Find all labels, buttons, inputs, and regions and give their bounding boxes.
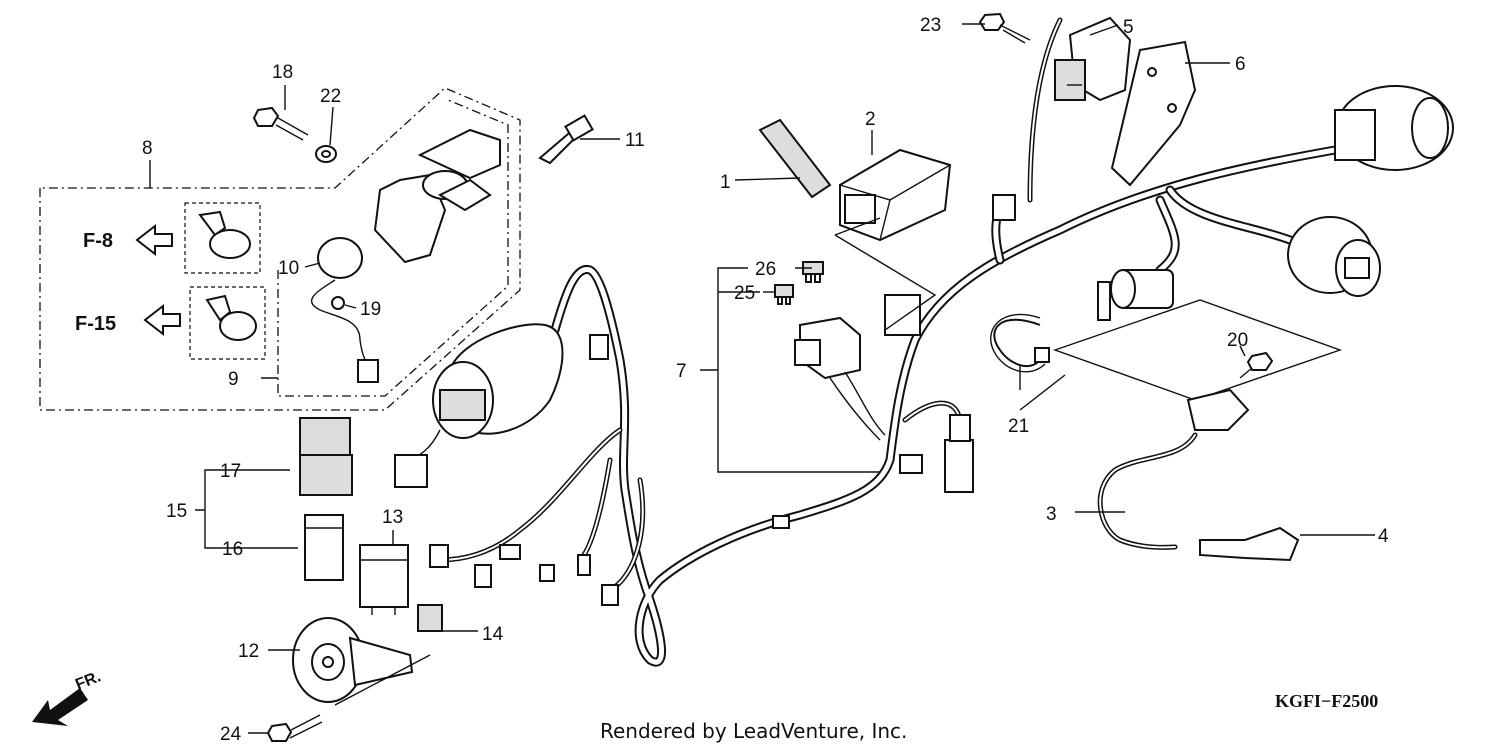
part-26-fuse[interactable] bbox=[802, 261, 824, 283]
harness-connectors bbox=[429, 194, 1016, 606]
callout-24: 24 bbox=[220, 724, 242, 745]
part-10-ignition-switch[interactable] bbox=[311, 237, 379, 383]
callout-3: 3 bbox=[1046, 504, 1057, 525]
callout-17: 17 bbox=[220, 461, 241, 482]
part-16-relay[interactable] bbox=[304, 514, 344, 581]
callout-23: 23 bbox=[920, 15, 941, 36]
part-22-washer[interactable] bbox=[315, 145, 337, 163]
callout-8: 8 bbox=[142, 138, 153, 159]
callout-18: 18 bbox=[272, 62, 293, 83]
part-24-bolt[interactable] bbox=[266, 714, 323, 742]
credit-text: Rendered by LeadVenture, Inc. bbox=[600, 719, 907, 743]
callout-9: 9 bbox=[228, 369, 239, 390]
part-21-band[interactable] bbox=[990, 313, 1050, 373]
callout-13: 13 bbox=[382, 507, 403, 528]
part-right-connector-mid[interactable] bbox=[1287, 216, 1381, 297]
callout-10: 10 bbox=[278, 258, 299, 279]
part-18-bolt[interactable] bbox=[252, 106, 309, 141]
part-4-plug-cap[interactable] bbox=[1199, 526, 1300, 562]
part-3-plug-wire[interactable] bbox=[1097, 388, 1250, 550]
callout-11: 11 bbox=[625, 130, 645, 151]
callout-1: 1 bbox=[720, 172, 731, 193]
group-8-outline bbox=[39, 87, 521, 411]
part-2-cdi-unit[interactable] bbox=[839, 148, 952, 242]
callout-4: 4 bbox=[1378, 526, 1389, 547]
diagram-code: KGFI−F2500 bbox=[1275, 691, 1378, 711]
callout-25: 25 bbox=[734, 283, 755, 304]
part-14-connector[interactable] bbox=[417, 604, 443, 632]
part-19-screw[interactable] bbox=[331, 296, 345, 310]
callout-19: 19 bbox=[360, 299, 381, 320]
ref-box-f15 bbox=[189, 286, 266, 360]
callout-2: 2 bbox=[865, 109, 876, 130]
callout-20: 20 bbox=[1227, 330, 1248, 351]
callout-6: 6 bbox=[1235, 54, 1246, 75]
part-20-bolt[interactable] bbox=[1239, 351, 1274, 379]
callout-21: 21 bbox=[1008, 416, 1029, 437]
part-11-key[interactable] bbox=[538, 114, 594, 165]
part-right-connector-top[interactable] bbox=[1334, 85, 1454, 171]
part-25-fuse[interactable] bbox=[774, 284, 794, 305]
part-2-bracket-lines bbox=[834, 217, 937, 331]
part-ignition-coil[interactable] bbox=[1097, 269, 1174, 321]
part-23-bolt[interactable] bbox=[978, 12, 1031, 44]
callout-12: 12 bbox=[238, 641, 259, 662]
part-12-horn[interactable] bbox=[292, 617, 414, 703]
front-direction-arrow bbox=[32, 688, 88, 726]
callout-15: 15 bbox=[166, 501, 187, 522]
callout-14: 14 bbox=[482, 624, 504, 645]
arrow-left-f8 bbox=[135, 223, 173, 257]
part-7-fuse-box[interactable] bbox=[794, 316, 886, 441]
callout-22: 22 bbox=[320, 86, 341, 107]
callout-26: 26 bbox=[755, 259, 776, 280]
coil-bracket-lines bbox=[1052, 299, 1343, 401]
part-ignition-switch-assembly[interactable] bbox=[373, 128, 501, 264]
callout-16: 16 bbox=[222, 539, 243, 560]
callout-5: 5 bbox=[1123, 17, 1134, 38]
horn-leader bbox=[334, 654, 431, 706]
callout-7: 7 bbox=[676, 361, 687, 382]
part-center-coil[interactable] bbox=[394, 323, 564, 488]
part-1-cover[interactable] bbox=[758, 118, 832, 199]
wire-harness[interactable] bbox=[437, 17, 1340, 667]
ref-f15-label[interactable]: F-15 bbox=[75, 313, 116, 335]
ref-f8-label[interactable]: F-8 bbox=[83, 230, 113, 252]
part-6-plate[interactable] bbox=[1110, 40, 1197, 187]
part-17-relay[interactable] bbox=[299, 417, 353, 496]
part-13-relay[interactable] bbox=[359, 544, 409, 615]
arrow-left-f15 bbox=[143, 303, 181, 337]
part-5-regulator[interactable] bbox=[1054, 16, 1132, 102]
ref-box-f8 bbox=[184, 202, 261, 274]
leader-lines bbox=[149, 23, 1375, 734]
front-marker-label: FR. bbox=[73, 668, 103, 693]
